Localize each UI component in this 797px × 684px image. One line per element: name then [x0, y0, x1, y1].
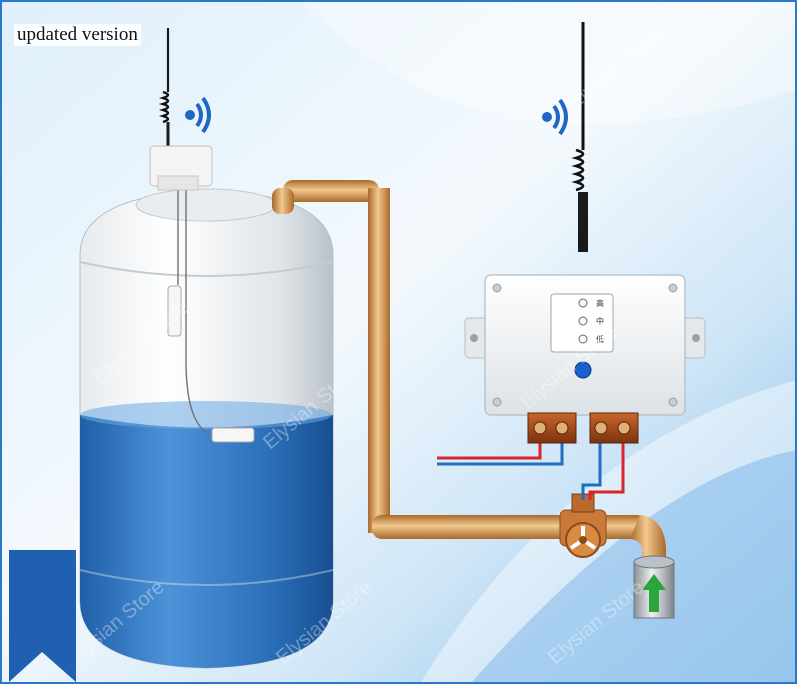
terminal-block-right	[589, 412, 639, 444]
background-swoosh-top	[300, 0, 797, 125]
float-switch-low	[211, 427, 255, 443]
wiring	[437, 440, 625, 500]
water-tank	[79, 188, 334, 669]
water-surface	[80, 401, 332, 429]
level-indicator-mid: 中	[578, 316, 604, 326]
level-indicator-low: 低	[578, 334, 604, 344]
wifi-signal-icon	[185, 96, 211, 134]
float-switch-high	[167, 285, 182, 337]
bookmark-ribbon-icon	[9, 550, 76, 682]
sensor-cable	[177, 190, 216, 437]
flow-arrow-icon	[642, 574, 666, 612]
level-label-high: 高	[596, 298, 604, 308]
controller-box	[464, 274, 706, 416]
terminal-block-left	[527, 412, 577, 444]
level-indicator-high: 高	[578, 298, 604, 308]
wifi-signal-icon-receiver	[542, 98, 568, 136]
control-button[interactable]	[574, 361, 592, 379]
wireless-transmitter	[149, 28, 213, 191]
solenoid-valve	[559, 493, 607, 558]
tank-water	[80, 415, 333, 668]
level-label-low: 低	[596, 334, 604, 344]
receiver-antenna	[571, 22, 588, 252]
tank-lid	[135, 188, 277, 222]
level-label-mid: 中	[596, 316, 604, 326]
caption-label: updated version	[14, 24, 141, 46]
